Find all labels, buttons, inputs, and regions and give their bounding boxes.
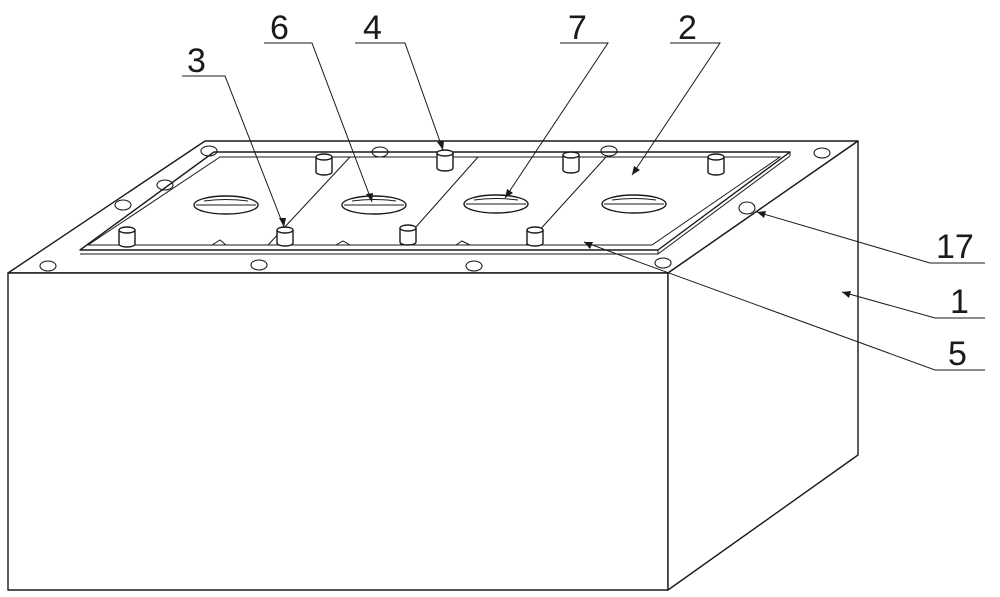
label-2: 2 <box>678 9 697 47</box>
mounting-hole <box>250 259 268 271</box>
label-4: 4 <box>363 9 382 47</box>
arrowhead-2 <box>632 166 640 175</box>
leader-6 <box>264 42 373 203</box>
mounting-hole <box>39 260 57 272</box>
box-side-face <box>667 140 859 591</box>
label-5: 5 <box>948 335 967 373</box>
cover-plate <box>79 151 791 255</box>
lens-window <box>463 194 529 214</box>
mounting-hole <box>600 145 618 157</box>
post <box>118 226 136 248</box>
lens-window <box>193 195 259 215</box>
label-1: 1 <box>950 283 969 321</box>
label-3: 3 <box>187 42 206 80</box>
arrowhead-17 <box>757 211 766 218</box>
arrowhead-6 <box>366 193 373 202</box>
arrowhead-4 <box>437 141 444 150</box>
lens-windows <box>193 194 667 215</box>
mounting-hole <box>200 145 218 157</box>
lens-window <box>341 195 407 215</box>
post <box>315 153 333 176</box>
post <box>707 153 725 176</box>
mounting-hole <box>654 257 672 269</box>
label-17: 17 <box>936 228 974 266</box>
leader-4 <box>355 42 444 151</box>
leader-lines <box>182 42 985 371</box>
arrowheads <box>279 141 851 298</box>
posts <box>118 149 725 248</box>
arrowhead-5 <box>584 242 593 249</box>
lens-window <box>601 194 667 214</box>
mounting-hole <box>156 179 174 191</box>
post <box>562 151 580 174</box>
gasket-diag <box>657 155 791 255</box>
post <box>276 226 294 247</box>
post <box>526 226 544 247</box>
plate-teeth <box>211 239 471 246</box>
leader-5 <box>583 241 985 371</box>
post <box>399 224 417 246</box>
post <box>436 149 454 172</box>
label-7: 7 <box>568 9 587 47</box>
leader-1 <box>841 291 985 319</box>
arrowhead-3 <box>279 218 286 227</box>
arrowhead-7 <box>505 189 513 198</box>
arrowhead-1 <box>842 291 851 298</box>
mounting-hole <box>465 260 483 272</box>
leader-2 <box>631 42 721 176</box>
leader-17 <box>756 211 985 264</box>
mounting-hole <box>813 147 831 159</box>
box-front-face <box>7 272 669 591</box>
leader-7 <box>504 42 609 199</box>
part-labels: 3 6 4 7 2 17 1 5 <box>187 9 974 373</box>
label-6: 6 <box>270 9 289 47</box>
mounting-hole <box>114 199 132 211</box>
cover-plate-inner <box>86 156 782 246</box>
leader-3 <box>182 75 285 228</box>
mounting-hole <box>738 201 756 215</box>
